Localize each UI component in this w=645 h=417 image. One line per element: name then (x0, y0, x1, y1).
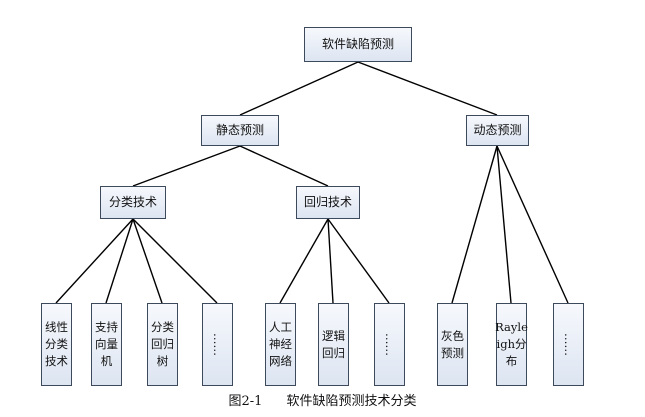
node-static-prediction: 静态预测 (201, 115, 279, 146)
edge-classification-tree (132, 218, 163, 304)
leaf-classification-more: …… (202, 303, 233, 386)
edge-root-dynamic (357, 61, 498, 116)
edge-root-static (239, 61, 359, 116)
leaf-grey-prediction: 灰色 预测 (437, 303, 468, 386)
figure-label: 图2-1 (228, 394, 263, 409)
edge-dynamic-grey (451, 145, 498, 304)
leaf-classification-regression-tree: 分类 回归 树 (147, 303, 178, 386)
node-software-defect-prediction: 软件缺陷预测 (304, 27, 412, 62)
edge-regression-more (327, 218, 390, 304)
leaf-artificial-neural-network: 人工 神经 网络 (265, 303, 296, 386)
leaf-support-vector-machine: 支持 向量 机 (91, 303, 122, 386)
edge-dynamic-more (496, 145, 569, 304)
leaf-logistic-regression: 逻辑 回归 (318, 303, 349, 386)
node-dynamic-prediction: 动态预测 (466, 115, 529, 146)
edge-classification-more (132, 218, 218, 304)
edge-regression-logistic (327, 218, 334, 304)
edge-dynamic-rayleigh (496, 145, 512, 304)
node-regression-technique: 回归技术 (296, 186, 360, 219)
leaf-rayleigh-distribution: Rayle igh分 布 (495, 303, 528, 386)
edge-regression-ann (279, 218, 329, 304)
node-classification-technique: 分类技术 (100, 186, 166, 219)
figure-title: 软件缺陷预测技术分类 (286, 394, 417, 409)
leaf-linear-classification: 线性 分类 技术 (41, 303, 72, 386)
edge-classification-linear (55, 218, 134, 304)
leaf-regression-more: …… (374, 303, 405, 386)
edge-static-classification (132, 145, 241, 187)
figure-caption: 图2-1 软件缺陷预测技术分类 (0, 390, 645, 409)
edge-classification-svm (105, 218, 134, 304)
leaf-dynamic-more: …… (553, 303, 584, 386)
edge-static-regression (239, 145, 329, 187)
